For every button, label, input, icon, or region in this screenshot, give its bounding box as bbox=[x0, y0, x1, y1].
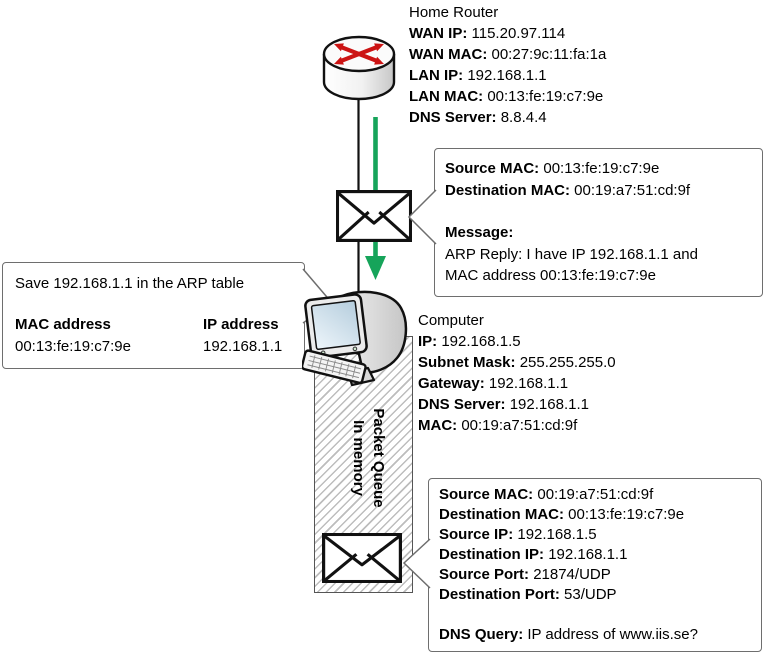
field-label: WAN IP: bbox=[409, 25, 468, 42]
router-title: Home Router bbox=[409, 4, 499, 21]
packet-field: Source Port: 21874/UDP bbox=[439, 565, 751, 585]
packet-field: Destination MAC: 00:19:a7:51:cd:9f bbox=[445, 180, 752, 202]
field-label: LAN IP: bbox=[409, 67, 464, 84]
arp-table: MAC address IP address 00:13:fe:19:c7:9e… bbox=[15, 315, 292, 356]
field-value: IP address of www.iis.se? bbox=[527, 626, 698, 643]
message-line: MAC address 00:13:fe:19:c7:9e bbox=[445, 267, 656, 284]
computer-field: IP: 192.168.1.5 bbox=[418, 331, 616, 352]
computer-icon bbox=[302, 288, 412, 394]
field-value: 255.255.255.0 bbox=[519, 354, 616, 371]
arp-table-note-title: Save 192.168.1.1 in the ARP table bbox=[15, 275, 245, 292]
router-field: LAN MAC: 00:13:fe:19:c7:9e bbox=[409, 86, 606, 107]
field-value: 00:19:a7:51:cd:9f bbox=[537, 486, 654, 503]
field-value: 192.168.1.1 bbox=[488, 375, 569, 392]
field-value: 115.20.97.114 bbox=[471, 25, 566, 42]
field-label: Source MAC: bbox=[445, 160, 540, 177]
computer-field: Gateway: 192.168.1.1 bbox=[418, 373, 616, 394]
packet-field: Destination IP: 192.168.1.1 bbox=[439, 545, 751, 565]
field-value: 00:27:9c:11:fa:1a bbox=[491, 46, 607, 63]
field-value: 53/UDP bbox=[564, 586, 617, 603]
dns-query-field: DNS Query: IP address of www.iis.se? bbox=[439, 625, 751, 645]
router-icon bbox=[320, 33, 398, 105]
message-line: ARP Reply: I have IP 192.168.1.1 and bbox=[445, 245, 698, 263]
field-label: LAN MAC: bbox=[409, 88, 484, 105]
field-label: DNS Query: bbox=[439, 626, 524, 643]
field-value: 00:13:fe:19:c7:9e bbox=[543, 160, 660, 177]
envelope-icon bbox=[336, 190, 412, 242]
dns-query-packet-details-box: Source MAC: 00:19:a7:51:cd:9f Destinatio… bbox=[428, 478, 762, 652]
arp-table-note-box: Save 192.168.1.1 in the ARP table MAC ad… bbox=[2, 262, 305, 369]
field-value: 00:13:fe:19:c7:9e bbox=[568, 506, 685, 523]
arp-table-mac-value: 00:13:fe:19:c7:9e bbox=[15, 338, 131, 355]
computer-field: MAC: 00:19:a7:51:cd:9f bbox=[418, 415, 616, 436]
field-label: MAC: bbox=[418, 417, 458, 434]
arp-table-header-ip: IP address bbox=[203, 316, 279, 333]
spacer bbox=[445, 201, 752, 222]
arp-reply-packet-details-box: Source MAC: 00:13:fe:19:c7:9e Destinatio… bbox=[434, 148, 763, 297]
envelope-icon bbox=[322, 533, 402, 583]
packet-field: Source MAC: 00:13:fe:19:c7:9e bbox=[445, 158, 752, 180]
field-label: Subnet Mask: bbox=[418, 354, 516, 371]
field-label: DNS Server: bbox=[409, 109, 497, 126]
field-value: 192.168.1.1 bbox=[467, 67, 547, 84]
packet-queue-line2: In memory bbox=[350, 420, 367, 496]
field-value: 192.168.1.1 bbox=[548, 546, 628, 563]
packet-field: Source MAC: 00:19:a7:51:cd:9f bbox=[439, 485, 751, 505]
packet-field: Destination Port: 53/UDP bbox=[439, 585, 751, 605]
computer-info: Computer IP: 192.168.1.5 Subnet Mask: 25… bbox=[418, 310, 616, 436]
router-info: Home Router WAN IP: 115.20.97.114 WAN MA… bbox=[409, 2, 606, 128]
dns-query-packet-envelope bbox=[322, 533, 402, 583]
field-value: 21874/UDP bbox=[533, 566, 611, 583]
field-label: DNS Server: bbox=[418, 396, 506, 413]
arp-table-header-mac: MAC address bbox=[15, 316, 111, 333]
packet-queue-line1: Packet Queue bbox=[370, 408, 387, 508]
field-label: Destination IP: bbox=[439, 546, 545, 563]
router-field: LAN IP: 192.168.1.1 bbox=[409, 65, 606, 86]
field-label: IP: bbox=[418, 333, 438, 350]
arrowhead-icon bbox=[365, 256, 386, 280]
router-arrows-icon bbox=[334, 43, 384, 65]
field-label: WAN MAC: bbox=[409, 46, 488, 63]
callout-tail-arp-reply bbox=[407, 189, 437, 245]
field-label: Destination MAC: bbox=[439, 506, 564, 523]
router-field: DNS Server: 8.8.4.4 bbox=[409, 107, 606, 128]
router-field: WAN MAC: 00:27:9c:11:fa:1a bbox=[409, 44, 606, 65]
field-value: 00:13:fe:19:c7:9e bbox=[487, 88, 604, 105]
monitor-screen bbox=[310, 299, 361, 351]
router-field: WAN IP: 115.20.97.114 bbox=[409, 23, 606, 44]
packet-field: Destination MAC: 00:13:fe:19:c7:9e bbox=[439, 505, 751, 525]
field-label: Gateway: bbox=[418, 375, 485, 392]
arp-table-ip-value: 192.168.1.1 bbox=[203, 338, 283, 355]
packet-field: Source IP: 192.168.1.5 bbox=[439, 525, 751, 545]
computer-field: DNS Server: 192.168.1.1 bbox=[418, 394, 616, 415]
desktop-computer-icon bbox=[302, 290, 408, 387]
packet-queue-label: Packet Queue In memory bbox=[346, 383, 388, 533]
field-value: 192.168.1.5 bbox=[441, 333, 521, 350]
router-cylinder-icon bbox=[322, 35, 396, 101]
field-value: 192.168.1.5 bbox=[517, 526, 597, 543]
keyboard bbox=[302, 349, 367, 384]
field-value: 00:19:a7:51:cd:9f bbox=[461, 417, 578, 434]
field-value: 192.168.1.1 bbox=[509, 396, 589, 413]
field-value: 00:19:a7:51:cd:9f bbox=[574, 181, 691, 199]
field-label: Destination MAC: bbox=[445, 181, 570, 199]
message-label: Message: bbox=[445, 224, 514, 241]
field-label: Destination Port: bbox=[439, 586, 560, 603]
arp-reply-packet-envelope bbox=[336, 190, 412, 242]
field-label: Source Port: bbox=[439, 566, 530, 583]
field-value: 8.8.4.4 bbox=[500, 109, 547, 126]
field-label: Source IP: bbox=[439, 526, 514, 543]
spacer bbox=[439, 605, 751, 625]
computer-title: Computer bbox=[418, 312, 484, 329]
computer-field: Subnet Mask: 255.255.255.0 bbox=[418, 352, 616, 373]
field-label: Source MAC: bbox=[439, 486, 534, 503]
